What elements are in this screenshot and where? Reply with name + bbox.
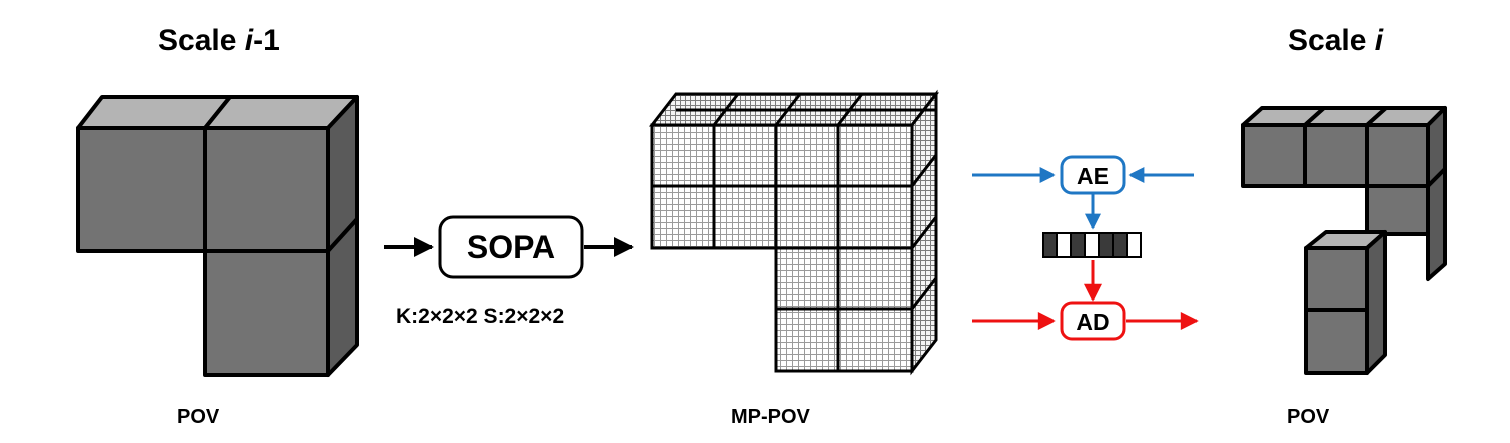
right-pov-voxels xyxy=(1241,106,1447,375)
left-pov-voxels xyxy=(76,95,359,377)
right-scale-title: Scale i xyxy=(1288,24,1384,57)
left-pov-label: POV xyxy=(177,406,220,428)
bitstream-cell xyxy=(1070,232,1086,258)
bitstream-cell xyxy=(1098,232,1114,258)
bitstream-cell xyxy=(1126,232,1142,258)
arithmetic-decoder-label: AD xyxy=(1076,309,1109,335)
encoder-path xyxy=(972,155,1194,230)
arithmetic-encoder-box xyxy=(1060,155,1126,195)
left-scale-title: Scale i-1 xyxy=(158,24,280,57)
bitstream xyxy=(1042,232,1142,258)
bitstream-cell xyxy=(1084,232,1100,258)
sopa-box xyxy=(438,215,584,279)
mp-pov-voxels xyxy=(648,89,940,376)
bitstream-cell xyxy=(1056,232,1072,258)
sopa-label: SOPA xyxy=(467,229,555,265)
bitstream-cell xyxy=(1042,232,1058,258)
arithmetic-encoder-label: AE xyxy=(1077,163,1109,189)
mp-pov-label: MP-POV xyxy=(731,406,811,428)
bitstream-cell xyxy=(1112,232,1128,258)
decoder-path xyxy=(972,260,1199,341)
right-pov-label: POV xyxy=(1287,406,1330,428)
arithmetic-decoder-box xyxy=(1060,301,1126,341)
mp-pov-grid-lines xyxy=(652,93,938,371)
sopa-params: K:2×2×2 S:2×2×2 xyxy=(396,305,564,328)
